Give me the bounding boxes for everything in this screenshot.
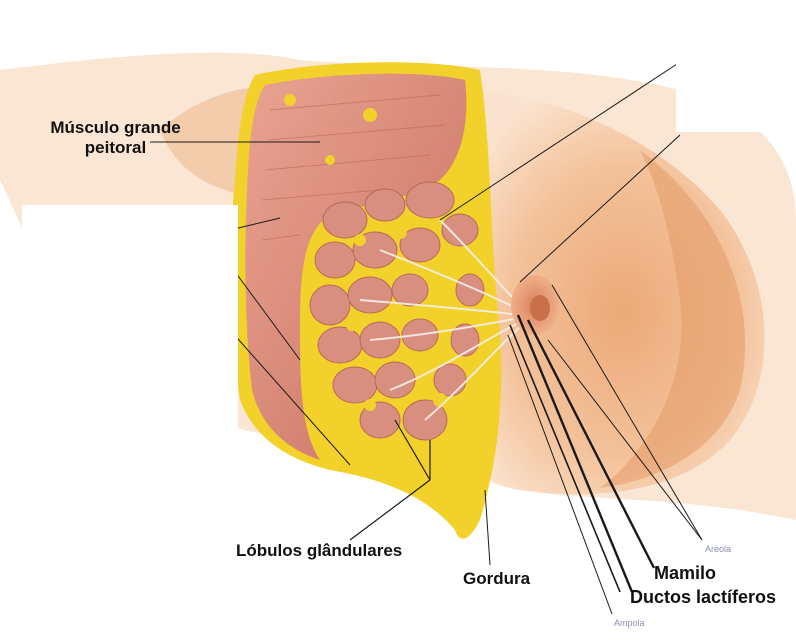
label-gordura: Gordura (463, 569, 530, 589)
label-lobulos-glandulares: Lóbulos glândulares (236, 541, 402, 561)
label-areola-small: Aréola (705, 544, 731, 554)
label-musculo-line1: Músculo grande (28, 118, 203, 138)
nipple (530, 295, 550, 321)
leader-lobulos-1 (350, 480, 430, 540)
label-ductos-lactiferos: Ductos lactíferos (630, 587, 776, 609)
label-musculo-line2: peitoral (28, 138, 203, 158)
label-musculo-grande-peitoral: Músculo grande peitoral (28, 118, 203, 159)
label-ampola-small: Ampola (614, 618, 645, 628)
leader-gordura (485, 490, 490, 565)
label-mamilo: Mamilo (654, 563, 716, 585)
label-mask-right (676, 40, 796, 132)
label-mask-left (22, 205, 238, 535)
